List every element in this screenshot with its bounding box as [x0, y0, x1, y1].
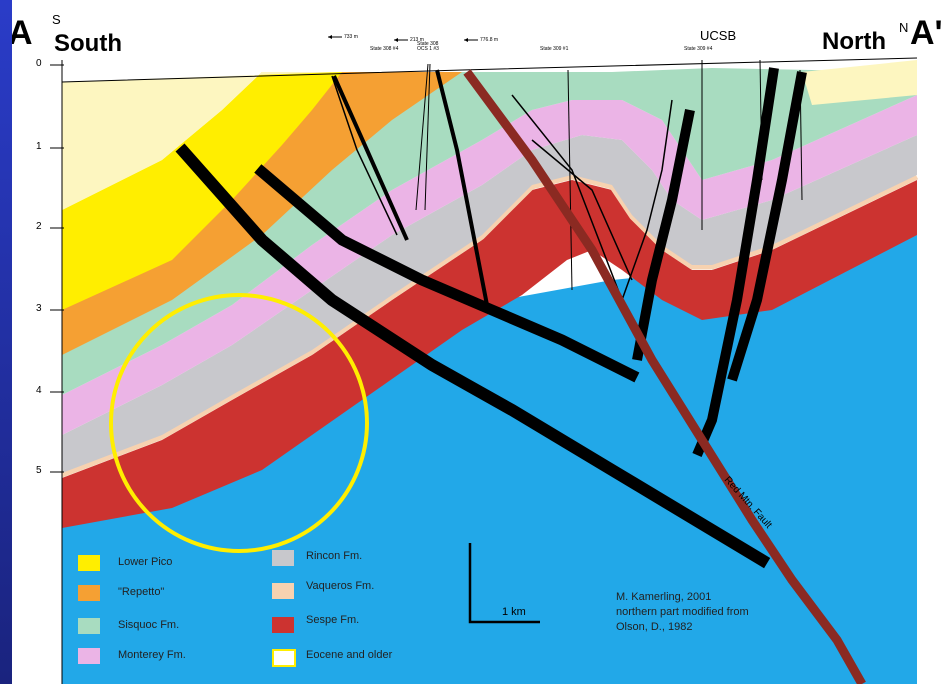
- legend-swatch-vaqueros: [272, 583, 294, 599]
- distance-marker-2: 213 m: [410, 37, 424, 43]
- thin-fault-4: [621, 99, 673, 301]
- depth-label-2: 2: [36, 221, 42, 232]
- surface-fill: [62, 72, 342, 210]
- distance-arrow-3: [464, 38, 478, 42]
- north-compass-label: N: [899, 20, 909, 35]
- thick-fault-upper-b: [435, 69, 489, 306]
- presentation-sidebar: [0, 0, 12, 684]
- thin-fault-2: [511, 94, 623, 301]
- legend-label-eocene: Eocene and older: [306, 649, 393, 661]
- north-label: North: [822, 28, 886, 55]
- landmark-label: UCSB: [700, 28, 737, 43]
- section-end-letter: A': [910, 14, 942, 52]
- thick-fault-lower: [175, 143, 771, 569]
- legend-swatch-rincon: [272, 550, 294, 566]
- credit-line-1: M. Kamerling, 2001: [616, 591, 712, 603]
- highlight-circle: [109, 293, 369, 553]
- thick-fault-right-2: [692, 67, 779, 457]
- well-label-2: State 308 OCS 1 #3: [417, 41, 439, 52]
- thick-fault-right-3: [727, 71, 807, 382]
- scale-bar-label: 1 km: [502, 606, 526, 618]
- thick-fault-right-1: [632, 109, 695, 361]
- well-label-3: State 309 #1: [540, 46, 569, 52]
- legend-swatch-sespe: [272, 617, 294, 633]
- vaqueros-layer: [61, 174, 919, 478]
- legend-label-vaqueros: Vaqueros Fm.: [306, 580, 375, 592]
- depth-label-1: 1: [36, 141, 42, 152]
- rincon-layer: [62, 135, 917, 473]
- thin-fault-1: [331, 75, 398, 236]
- well-label-4: State 309 #4: [684, 46, 713, 52]
- thin-fault-3: [531, 139, 633, 281]
- legend-swatch-repetto: [78, 585, 100, 601]
- legend-swatch-monterey: [78, 648, 100, 664]
- depth-label-3: 3: [36, 303, 42, 314]
- legend-label-monterey: Monterey Fm.: [118, 649, 186, 661]
- distance-marker-1: 733 m: [344, 34, 358, 40]
- well-label-1: State 308 #4: [370, 46, 399, 52]
- credit-line-3: Olson, D., 1982: [616, 621, 693, 633]
- well-line-2: [424, 63, 431, 211]
- sisquoc-layer: [62, 68, 917, 395]
- well-line-3: [567, 69, 573, 291]
- depth-label-0: 0: [36, 58, 42, 69]
- lower-pico-layer: [62, 72, 342, 310]
- legend-swatch-eocene: [272, 649, 296, 667]
- red-mountain-fault: [463, 69, 866, 684]
- legend-label-sisquoc: Sisquoc Fm.: [118, 619, 180, 631]
- monterey-layer: [62, 95, 917, 435]
- section-start-letter: A: [12, 14, 33, 52]
- geologic-cross-section: Red Mtn. Fault: [50, 35, 919, 684]
- south-compass-label: S: [52, 12, 61, 27]
- sespe-layer: [62, 180, 917, 528]
- distance-arrow-1: [328, 35, 342, 39]
- surface-fill-right: [802, 60, 917, 105]
- distance-marker-3: 776.8 m: [480, 37, 499, 43]
- legend-swatch-lower-pico: [78, 555, 100, 571]
- thick-fault-middle: [254, 164, 640, 383]
- depth-label-4: 4: [36, 385, 42, 396]
- eocene-layer: [62, 230, 917, 684]
- ground-surface-line: [61, 57, 918, 83]
- cross-section-slide: Red Mtn. Fault A S South UCSB North N A'…: [12, 0, 942, 684]
- south-label: South: [54, 30, 122, 57]
- depth-label-5: 5: [36, 465, 42, 476]
- legend-label-rincon: Rincon Fm.: [306, 550, 363, 562]
- legend-label-lower-pico: Lower Pico: [118, 556, 173, 568]
- distance-arrow-2: [394, 38, 408, 42]
- thick-fault-upper-a: [332, 75, 409, 241]
- credit-line-2: northern part modified from: [616, 606, 749, 618]
- legend-swatch-sisquoc: [78, 618, 100, 634]
- legend-label-sespe: Sespe Fm.: [306, 614, 360, 626]
- scale-bar: [468, 543, 540, 624]
- legend-label-repetto: "Repetto": [118, 586, 165, 598]
- well-line-1: [415, 63, 429, 211]
